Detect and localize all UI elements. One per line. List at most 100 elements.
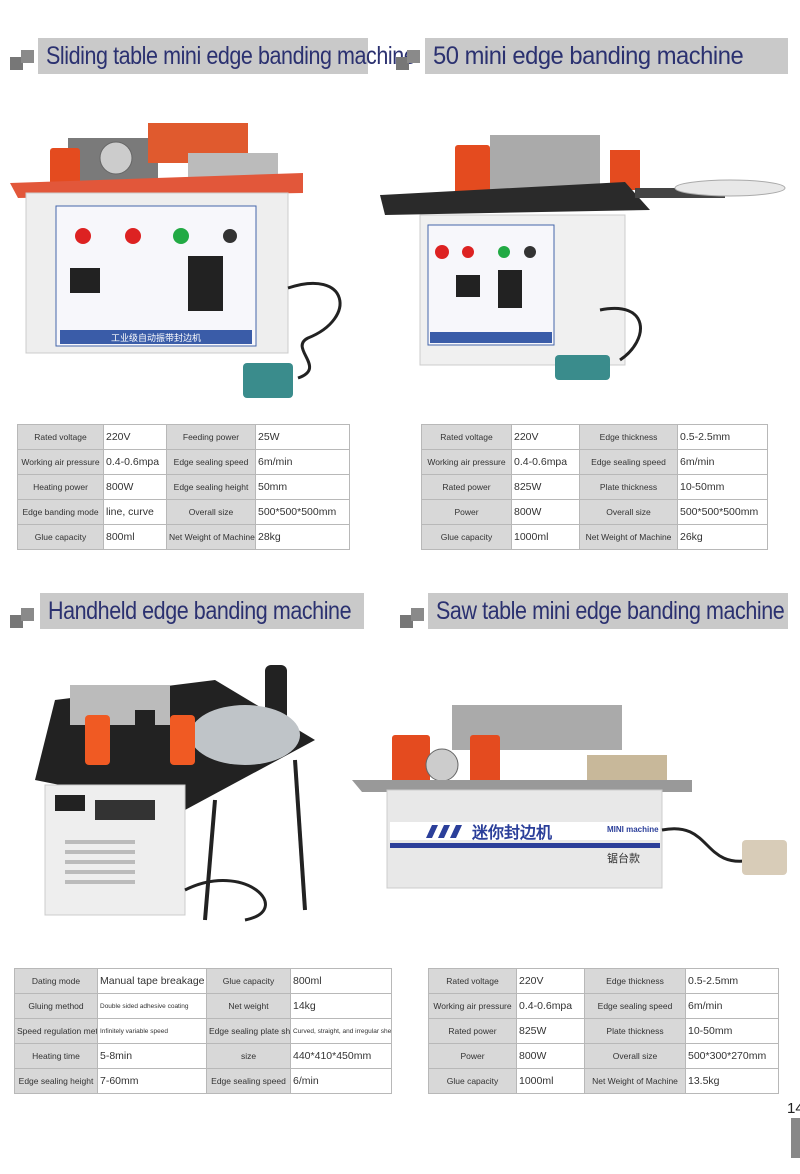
spec-value: 0.4-0.6mpa [516, 993, 585, 1019]
spec-label: Glue capacity [428, 1068, 517, 1094]
spec-label: Edge sealing height [14, 1068, 98, 1094]
spec-value: 220V [103, 424, 167, 450]
section-title: Saw table mini edge banding machine [436, 597, 785, 625]
spec-label: Rated power [428, 1018, 517, 1044]
spec-label: Heating time [14, 1043, 98, 1069]
heading-square-icon [10, 50, 36, 70]
section-title: 50 mini edge banding machine [433, 42, 744, 70]
spec-label: Edge thickness [579, 424, 678, 450]
spec-label: Net Weight of Machine [584, 1068, 686, 1094]
spec-value: 7-60mm [97, 1068, 207, 1094]
spec-label: Net Weight of Machine [166, 524, 256, 550]
spec-value: 6m/min [677, 449, 768, 475]
heading-square-icon [10, 608, 36, 628]
spec-label: Net weight [206, 993, 291, 1019]
spec-label: Overall size [584, 1043, 686, 1069]
spec-value: 1000ml [511, 524, 580, 550]
spec-label: Glue capacity [206, 968, 291, 994]
spec-label: Overall size [166, 499, 256, 525]
spec-label: Edge sealing speed [579, 449, 678, 475]
spec-label: Heating power [17, 474, 104, 500]
spec-label: Rated power [421, 474, 512, 500]
spec-value: 0.4-0.6mpa [103, 449, 167, 475]
spec-value: 6m/min [255, 449, 350, 475]
spec-label: Power [428, 1043, 517, 1069]
spec-value: 50mm [255, 474, 350, 500]
spec-value: 220V [516, 968, 585, 994]
spec-value: 440*410*450mm [290, 1043, 392, 1069]
spec-value: 0.5-2.5mm [685, 968, 779, 994]
spec-value: 800W [511, 499, 580, 525]
spec-label: Rated voltage [428, 968, 517, 994]
spec-label: Feeding power [166, 424, 256, 450]
spec-value: 1000ml [516, 1068, 585, 1094]
spec-value: 0.4-0.6mpa [511, 449, 580, 475]
spec-value: Curved, straight, and irregular sheet me… [290, 1018, 392, 1044]
spec-value: line, curve [103, 499, 167, 525]
heading-square-icon [400, 608, 426, 628]
table-row: Speed regulation methodInfinitely variab… [14, 1018, 392, 1044]
spec-label: Edge sealing speed [166, 449, 256, 475]
spec-value: 500*500*500mm [677, 499, 768, 525]
section-title: Handheld edge banding machine [48, 597, 352, 625]
spec-label: Power [421, 499, 512, 525]
spec-value: 25W [255, 424, 350, 450]
spec-value: 13.5kg [685, 1068, 779, 1094]
spec-value: 10-50mm [685, 1018, 779, 1044]
spec-label: Rated voltage [421, 424, 512, 450]
spec-label: Speed regulation method [14, 1018, 98, 1044]
spec-label: Plate thickness [584, 1018, 686, 1044]
spec-label: Working air pressure [421, 449, 512, 475]
sliding-table-machine-image: 工业级自动振带封边机 [10, 123, 342, 398]
spec-label: Working air pressure [428, 993, 517, 1019]
section-title: Sliding table mini edge banding machine [46, 42, 416, 70]
page-edge-bar [791, 1118, 800, 1158]
spec-label: Glue capacity [421, 524, 512, 550]
spec-label: Overall size [579, 499, 678, 525]
spec-label: Edge sealing height [166, 474, 256, 500]
spec-label: Plate thickness [579, 474, 678, 500]
spec-value: 220V [511, 424, 580, 450]
spec-label: Net Weight of Machine [579, 524, 678, 550]
spec-value: 10-50mm [677, 474, 768, 500]
spec-value: 800W [103, 474, 167, 500]
panel-label: 工业级自动振带封边机 [111, 332, 201, 343]
spec-value: 5-8min [97, 1043, 207, 1069]
brand-label: 迷你封边机 [471, 823, 552, 842]
spec-label: Edge sealing speed [206, 1068, 291, 1094]
spec-value: 6m/min [685, 993, 779, 1019]
spec-value: 26kg [677, 524, 768, 550]
spec-label: Edge thickness [584, 968, 686, 994]
spec-label: Rated voltage [17, 424, 104, 450]
spec-label: Gluing method [14, 993, 98, 1019]
spec-value: 6/min [290, 1068, 392, 1094]
spec-label: size [206, 1043, 291, 1069]
model-label: 锯台款 [607, 851, 640, 865]
spec-label: Edge sealing plate shape [206, 1018, 291, 1044]
spec-label: Glue capacity [17, 524, 104, 550]
spec-value: Manual tape breakage [97, 968, 207, 994]
spec-value: 0.5-2.5mm [677, 424, 768, 450]
spec-value: 28kg [255, 524, 350, 550]
